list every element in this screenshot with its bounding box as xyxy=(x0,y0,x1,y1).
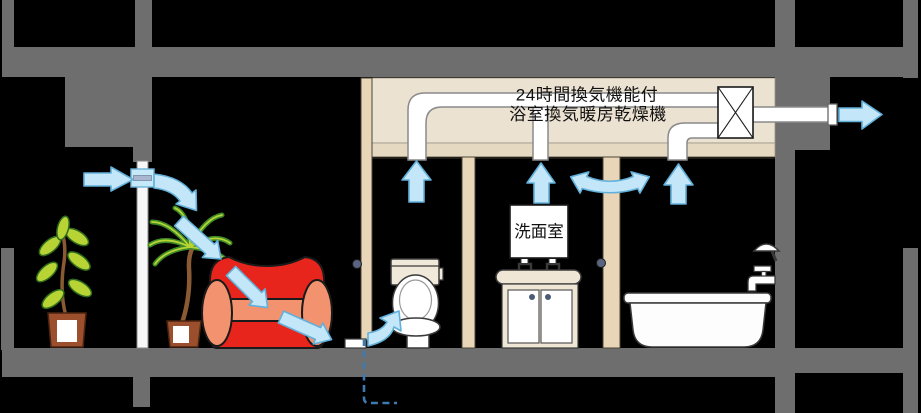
washroom-label: 洗面室 xyxy=(509,204,569,259)
washroom-label-box xyxy=(509,204,569,259)
faucet-left-icon xyxy=(517,258,533,270)
airflow-arrow-living-1 xyxy=(153,173,198,212)
window-mullion xyxy=(136,160,149,349)
airflow-arrow-living-2 xyxy=(173,215,222,260)
bath-door-knob-icon xyxy=(596,258,606,268)
plant-pot-highlight xyxy=(57,320,77,342)
shower-head-icon xyxy=(752,243,781,252)
fan-unit-cross xyxy=(717,86,754,139)
caption-line2: 浴室換気暖房乾燥機 xyxy=(509,105,667,124)
shower-arm xyxy=(770,250,778,262)
bath-faucet-spout-icon xyxy=(747,275,776,292)
airflow-arrow-exhaust xyxy=(838,100,883,130)
right-wall-narrow xyxy=(775,150,795,413)
palm-trunk xyxy=(179,244,196,326)
bathtub-rim xyxy=(623,292,772,304)
exterior-wall-stub xyxy=(133,147,152,162)
plant-leaves xyxy=(35,215,93,310)
exterior-wall-step xyxy=(65,77,152,147)
washroom-vanity xyxy=(495,258,582,349)
left-column xyxy=(1,248,14,350)
faucet-right-icon xyxy=(545,258,561,270)
ceiling-slab xyxy=(2,47,918,77)
caption-line1: 24時間換気機能付 xyxy=(516,86,658,105)
bath-faucet-handle xyxy=(753,265,772,273)
airflow-arrow-washroom-bath-exchange xyxy=(569,171,651,194)
airflow-arrow-living-4 xyxy=(277,310,333,345)
cabinet-knob-left xyxy=(529,294,535,300)
underfloor-dashed-path xyxy=(362,339,397,405)
toilet-washroom-wall xyxy=(461,156,476,349)
interior-walls xyxy=(344,77,621,349)
toilet-door-knob-icon xyxy=(352,259,362,269)
column-top-mid xyxy=(135,0,152,48)
airflow-arrow-inlet xyxy=(83,166,134,192)
bathroom-fixtures xyxy=(623,243,781,348)
toilet xyxy=(390,258,444,349)
window-frame xyxy=(130,160,155,349)
floor-slab xyxy=(2,348,775,377)
column-below-floor xyxy=(133,377,150,407)
potted-plant-left xyxy=(35,215,93,348)
toilet-door-wall xyxy=(360,77,373,341)
cabinet-knob-right xyxy=(545,294,551,300)
caption: 24時間換気機能付 浴室換気暖房乾燥機 xyxy=(509,86,667,125)
supply-vent-slit xyxy=(133,175,152,181)
airflow-arrow-living-3 xyxy=(225,265,269,309)
vanity-counter xyxy=(495,269,582,285)
column-top-left xyxy=(2,0,14,48)
exhaust-duct xyxy=(752,106,832,123)
duct-system xyxy=(407,86,838,161)
washroom-bath-wall xyxy=(602,156,621,349)
airflow-arrow-toilet-up xyxy=(401,160,432,203)
airflow-arrow-under-door xyxy=(367,310,402,347)
door-undercut-threshold xyxy=(344,338,367,349)
airflow-arrow-bath-up xyxy=(663,163,694,205)
washroom-label-text: 洗面室 xyxy=(514,222,564,241)
plant-stem xyxy=(59,226,68,318)
column-far-right-bottom xyxy=(903,248,918,413)
airflow-arrows xyxy=(83,100,883,405)
sofa-armrest-left xyxy=(201,279,233,347)
bathtub-body xyxy=(629,302,767,348)
palm-pot-highlight xyxy=(173,326,189,343)
exhaust-outlet-cap xyxy=(827,103,838,126)
floor-slab-right xyxy=(793,348,903,373)
airflow-arrow-washroom-up xyxy=(526,162,556,204)
